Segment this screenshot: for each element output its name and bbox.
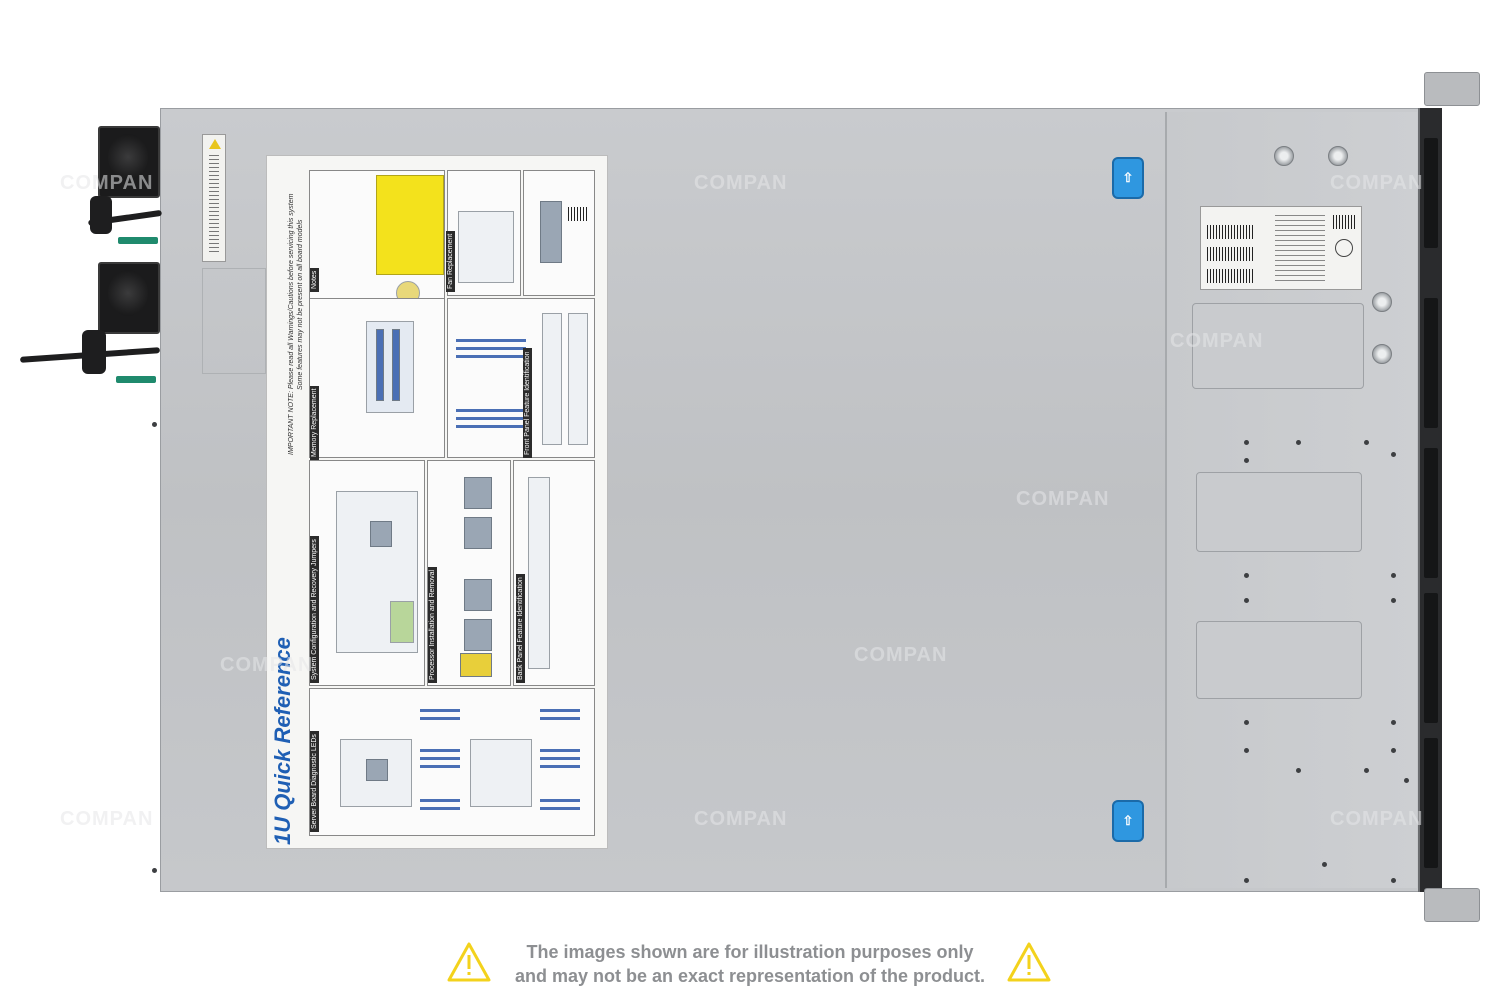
watermark: COMPAN xyxy=(1330,172,1424,194)
processor-panel xyxy=(427,460,511,686)
front-panel-heading: Front Panel Feature Identification xyxy=(523,348,532,458)
watermark: COMPAN xyxy=(1016,488,1110,510)
front-recess-2 xyxy=(1196,472,1362,552)
processor-heading: Processor Installation and Removal xyxy=(428,566,437,683)
memory-replacement-heading: Memory Replacement xyxy=(310,385,319,460)
watermark: COMPAN xyxy=(60,172,154,194)
disclaimer-line2: and may not be an exact representation o… xyxy=(514,966,986,986)
quick-reference-label xyxy=(266,155,608,849)
memory-panel xyxy=(309,298,445,458)
compliance-label xyxy=(1200,206,1362,290)
cover-latch-bottom[interactable]: ⇧ xyxy=(1112,800,1144,842)
watermark: COMPAN xyxy=(694,172,788,194)
up-arrow-icon: ⇧ xyxy=(1122,170,1134,185)
warning-triangle-icon xyxy=(1007,942,1051,982)
disclaimer: The images shown are for illustration pu… xyxy=(447,937,1051,989)
psu-release-tab-bottom[interactable] xyxy=(116,376,156,383)
barcode-panel xyxy=(523,170,595,296)
watermark: COMPAN xyxy=(854,644,948,666)
watermark: COMPAN xyxy=(1170,330,1264,352)
cable-clip-top xyxy=(90,196,112,234)
psu-release-tab-top[interactable] xyxy=(118,237,158,244)
thumb-screw-2[interactable] xyxy=(1328,146,1348,166)
rack-ear-bottom[interactable] xyxy=(1424,888,1480,922)
warning-triangle-icon xyxy=(447,942,491,982)
cable-clip-bottom xyxy=(82,330,106,374)
important-note-line1: IMPORTANT NOTE: Please read all Warnings… xyxy=(288,193,295,455)
thumb-screw-4[interactable] xyxy=(1372,344,1392,364)
notes-heading: Notes xyxy=(310,267,319,292)
front-recess-3 xyxy=(1196,621,1362,699)
disclaimer-text: The images shown are for illustration pu… xyxy=(510,940,990,988)
watermark: COMPAN xyxy=(1330,808,1424,830)
watermark: COMPAN xyxy=(220,654,314,676)
fan-replacement-heading: Fan Replacement xyxy=(446,230,455,292)
diagnostic-leds-heading: Server Board Diagnostic LEDs xyxy=(310,731,319,832)
disclaimer-line1: The images shown are for illustration pu… xyxy=(526,942,974,962)
front-bezel xyxy=(1418,108,1442,892)
back-panel-heading: Back Panel Feature Identification xyxy=(516,574,525,683)
important-note-line2: Some features may not be present on all … xyxy=(297,219,304,390)
thumb-screw-3[interactable] xyxy=(1372,292,1392,312)
back-panel-panel xyxy=(513,460,595,686)
cover-latch-top[interactable]: ⇧ xyxy=(1112,157,1144,199)
rear-warning-label xyxy=(202,134,226,262)
watermark: COMPAN xyxy=(60,808,154,830)
front-recess-1 xyxy=(1192,303,1364,389)
thumb-screw-1[interactable] xyxy=(1274,146,1294,166)
watermark: COMPAN xyxy=(694,808,788,830)
rear-recess xyxy=(202,268,266,374)
psu-fan-bottom xyxy=(98,262,160,334)
rack-ear-top[interactable] xyxy=(1424,72,1480,106)
psu-fan-top xyxy=(98,126,160,198)
fan-replacement-panel xyxy=(447,170,521,296)
front-panel-panel xyxy=(447,298,595,458)
system-config-panel xyxy=(309,460,425,686)
up-arrow-icon: ⇧ xyxy=(1122,813,1134,828)
diagnostic-leds-panel xyxy=(309,688,595,836)
